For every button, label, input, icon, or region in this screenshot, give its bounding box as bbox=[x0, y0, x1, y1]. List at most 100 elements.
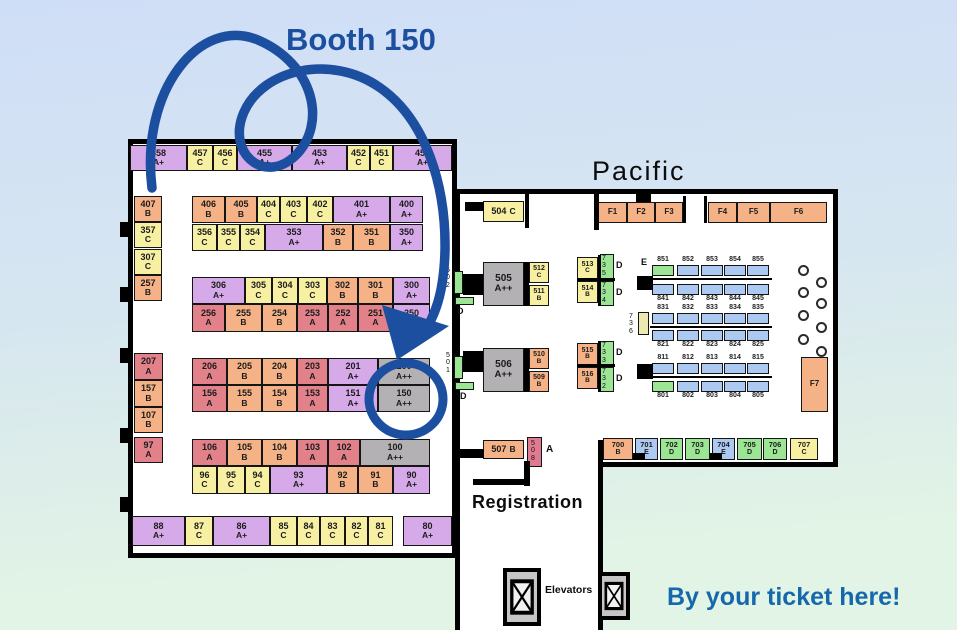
booth-grade: C bbox=[378, 157, 385, 168]
chair-circle bbox=[816, 322, 827, 333]
booth-grade: C bbox=[290, 208, 297, 219]
wall-block bbox=[465, 202, 484, 211]
booth-grade: A+ bbox=[405, 479, 418, 490]
table-label-813: 813 bbox=[706, 354, 718, 361]
chair-circle bbox=[798, 265, 809, 276]
booth-number: 705 bbox=[743, 440, 756, 450]
booth-number: 703 bbox=[691, 440, 704, 450]
booth-grade: A bbox=[340, 451, 348, 462]
table-label-844: 844 bbox=[729, 295, 741, 302]
booth-grade: D bbox=[694, 449, 701, 457]
booth-F7: F7 bbox=[801, 357, 828, 412]
table-label-823: 823 bbox=[706, 341, 718, 348]
booth-grade: E bbox=[721, 449, 726, 457]
booth-number: 91 bbox=[370, 469, 381, 480]
booth-grade: A+ bbox=[400, 236, 413, 247]
booth-grade: B bbox=[334, 236, 342, 247]
booth-number: 506 bbox=[495, 358, 512, 370]
elevator-box-left bbox=[503, 568, 541, 626]
booth-grade: B bbox=[276, 451, 283, 462]
booth-grade: C bbox=[377, 530, 384, 541]
table-label-835: 835 bbox=[752, 304, 764, 311]
table-821 bbox=[652, 330, 674, 341]
map-label-D: D bbox=[616, 373, 623, 383]
booth-grade: C bbox=[280, 530, 287, 541]
booth-grade: A+ bbox=[313, 157, 326, 168]
booth-grade: B bbox=[240, 317, 247, 328]
booth-grade: D bbox=[746, 449, 753, 457]
booth-grade: B bbox=[276, 397, 283, 408]
wall-block bbox=[524, 461, 530, 486]
booth-grade: C bbox=[255, 289, 262, 300]
table-834 bbox=[724, 313, 746, 324]
wall-block bbox=[524, 262, 529, 306]
booth-number: 700 bbox=[611, 440, 625, 450]
booth-number: F5 bbox=[748, 207, 759, 217]
annotation-booth-150-title: Booth 150 bbox=[286, 22, 436, 57]
booth-grade: A+ bbox=[288, 236, 300, 247]
booth-grade: A+ bbox=[347, 370, 359, 381]
wall-block bbox=[120, 222, 129, 237]
table-832 bbox=[677, 313, 699, 324]
booth-number: 95 bbox=[225, 469, 236, 480]
booth-grade: C bbox=[509, 206, 516, 217]
booth-grade: B bbox=[276, 317, 283, 328]
booth-number: 701 bbox=[640, 440, 653, 450]
booth-number: 156 bbox=[201, 388, 218, 399]
booth-grade: A bbox=[206, 397, 213, 408]
booth-F1: F1 bbox=[598, 202, 627, 223]
table-845 bbox=[747, 284, 769, 295]
booth-grade: C bbox=[254, 479, 261, 490]
map-label-D: D bbox=[616, 260, 623, 270]
booth-number: 151 bbox=[345, 388, 361, 399]
booth-grade: C bbox=[196, 157, 204, 168]
booth-grade: A+ bbox=[400, 208, 413, 219]
booth-grade: D bbox=[772, 449, 778, 457]
booth-number: 103 bbox=[304, 442, 321, 453]
wall-block bbox=[633, 453, 645, 460]
booth-grade: C bbox=[227, 479, 235, 490]
table-label-855: 855 bbox=[752, 256, 764, 263]
table-label-821: 821 bbox=[657, 341, 669, 348]
table-label-843: 843 bbox=[706, 295, 718, 302]
table-814 bbox=[724, 363, 746, 374]
booth-grade: B bbox=[372, 479, 379, 490]
booth-F3: F3 bbox=[655, 202, 683, 223]
table-label-854: 854 bbox=[729, 256, 741, 263]
booth-grade: B bbox=[241, 397, 248, 408]
table-842 bbox=[677, 284, 699, 295]
booth-F6: F6 bbox=[770, 202, 827, 223]
wall-block bbox=[577, 364, 615, 367]
chair-circle bbox=[816, 298, 827, 309]
booth-501-a bbox=[454, 356, 463, 379]
wall-block bbox=[120, 428, 129, 443]
table-label-845: 845 bbox=[752, 295, 764, 302]
table-label-832: 832 bbox=[682, 304, 694, 311]
table-851 bbox=[652, 265, 674, 276]
booth-F4: F4 bbox=[708, 202, 737, 223]
booth-grade: B bbox=[145, 392, 152, 403]
